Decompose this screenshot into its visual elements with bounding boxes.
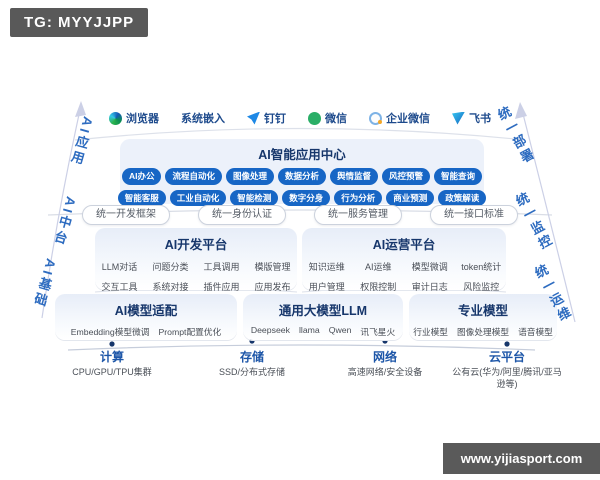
- edge-browser-icon: [109, 111, 122, 125]
- unified-capability-pill: 统一接口标准: [430, 205, 518, 225]
- platform-item: 交互工具: [101, 282, 138, 292]
- channel-item: 微信: [308, 110, 347, 126]
- channel-label: 系统嵌入: [181, 113, 225, 125]
- platform-item: 审计日志: [411, 282, 448, 292]
- infra-compute-desc: CPU/GPU/TPU集群: [72, 367, 152, 377]
- channel-label: 企业微信: [386, 113, 430, 125]
- platform-item: 应用发布: [254, 282, 291, 292]
- platform-item: LLM对话: [101, 262, 138, 272]
- channel-item: 浏览器: [109, 110, 159, 126]
- channel-label: 微信: [325, 113, 347, 125]
- general-llm-items: Deepseek llama Qwen 讯飞星火: [243, 325, 403, 338]
- channel-item: 系统嵌入: [181, 110, 225, 126]
- infra-cloud-title: 云平台: [488, 350, 525, 364]
- app-capability-pill: 智能检测: [230, 189, 279, 206]
- model-item: 行业模型: [413, 327, 448, 337]
- wechat-icon: [308, 111, 321, 125]
- platform-item: 权限控制: [360, 282, 397, 292]
- app-capability-pill: 智能客服: [117, 189, 166, 206]
- model-item: Embedding模型微调: [70, 327, 150, 337]
- infra-network-desc: 高速网络/安全设备: [347, 367, 423, 377]
- model-item: Deepseek: [250, 325, 290, 335]
- channel-item: 企业微信: [369, 110, 430, 126]
- ops-platform-panel: AI运营平台 知识运维 AI运维 模型微调 token统计用户管理 权限控制 审计日志 风险…: [302, 228, 506, 293]
- infra-cloud-desc: 公有云(华为/阿里/腾讯/亚马逊等): [452, 367, 562, 389]
- app-capability-pill: 图像处理: [225, 168, 274, 185]
- wecom-icon: [369, 111, 382, 125]
- dev-platform-panel: AI开发平台 LLM对话 问题分类 工具调用 模版管理交互工具 系统对接 插件应用 应用发布: [95, 228, 297, 293]
- infra-compute: 计算 CPU/GPU/TPU集群: [62, 348, 162, 379]
- platform-item: 插件应用: [203, 282, 240, 292]
- channel-label: 钉钉: [264, 113, 286, 125]
- dingtalk-icon: [247, 111, 260, 125]
- model-item: 讯飞星火: [360, 327, 396, 337]
- app-capability-pill: 风控预警: [382, 168, 431, 185]
- app-capability-pill: 数字分身: [282, 189, 331, 206]
- app-capability-pill: AI办公: [121, 168, 162, 185]
- platform-item: 用户管理: [308, 282, 345, 292]
- model-item: Qwen: [328, 325, 352, 335]
- ops-platform-items: 知识运维 AI运维 模型微调 token统计用户管理 权限控制 审计日志 风险监控: [302, 260, 506, 293]
- app-center-title: AI智能应用中心: [258, 148, 346, 162]
- site-watermark-badge: www.yijiasport.com: [443, 443, 600, 474]
- general-llm-title: 通用大模型LLM: [278, 304, 368, 318]
- unified-capability-pill: 统一身份认证: [198, 205, 286, 225]
- platform-item: 工具调用: [203, 262, 240, 272]
- ops-platform-title: AI运营平台: [372, 238, 436, 252]
- tg-watermark-badge: TG: MYYJJPP: [10, 8, 149, 37]
- model-adapt-panel: AI模型适配 Embedding模型微调 Prompt配置优化: [55, 294, 237, 340]
- model-adapt-title: AI模型适配: [114, 304, 178, 318]
- app-capability-pill: 政策解读: [438, 189, 487, 206]
- model-item: llama: [298, 325, 320, 335]
- app-capability-pill: 工业自动化: [169, 189, 227, 206]
- dev-platform-items: LLM对话 问题分类 工具调用 模版管理交互工具 系统对接 插件应用 应用发布: [95, 260, 297, 293]
- infra-cloud: 云平台 公有云(华为/阿里/腾讯/亚马逊等): [448, 348, 566, 390]
- infra-storage-title: 存储: [239, 350, 264, 364]
- model-item: 语音模型: [518, 327, 553, 337]
- feishu-icon: [452, 111, 465, 125]
- special-model-title: 专业模型: [457, 304, 508, 318]
- channel-label: 浏览器: [126, 113, 159, 125]
- app-capability-pill: 舆情监督: [330, 168, 379, 185]
- channel-label: 飞书: [469, 113, 491, 125]
- channel-item: 钉钉: [247, 110, 286, 126]
- infra-storage: 存储 SSD/分布式存储: [202, 348, 302, 379]
- app-center-panel: AI智能应用中心 AI办公流程自动化图像处理数据分析舆情监督风控预警智能查询 智…: [117, 139, 487, 206]
- channel-item: 飞书: [452, 110, 491, 126]
- platform-item: 知识运维: [308, 262, 345, 272]
- platform-item: 模版管理: [254, 262, 291, 272]
- model-adapt-items: Embedding模型微调 Prompt配置优化: [55, 325, 237, 338]
- infra-compute-title: 计算: [99, 350, 124, 364]
- app-pill-row-2: 智能客服工业自动化智能检测数字分身行为分析商业预测政策解读: [117, 189, 487, 206]
- app-capability-pill: 行为分析: [334, 189, 383, 206]
- unified-capability-pill: 统一服务管理: [314, 205, 402, 225]
- general-llm-panel: 通用大模型LLM Deepseek llama Qwen 讯飞星火: [243, 294, 403, 340]
- unified-capability-pill: 统一开发框架: [82, 205, 170, 225]
- app-capability-pill: 商业预测: [386, 189, 435, 206]
- infra-network-title: 网络: [372, 350, 397, 364]
- infra-network: 网络 高速网络/安全设备: [335, 348, 435, 379]
- platform-item: 系统对接: [152, 282, 189, 292]
- platform-item: 问题分类: [152, 262, 189, 272]
- platform-item: token统计: [461, 262, 502, 272]
- app-capability-pill: 数据分析: [277, 168, 326, 185]
- special-model-panel: 专业模型 行业模型图像处理模型语音模型: [409, 294, 557, 340]
- channel-row: 浏览器 系统嵌入 钉钉 微信 企业微信 飞书: [0, 110, 600, 126]
- app-capability-pill: 流程自动化: [165, 168, 222, 185]
- app-pill-row-1: AI办公流程自动化图像处理数据分析舆情监督风控预警智能查询: [120, 168, 484, 185]
- dev-platform-title: AI开发平台: [164, 238, 228, 252]
- platform-item: 风险监控: [463, 282, 500, 292]
- special-model-items: 行业模型图像处理模型语音模型: [409, 325, 557, 338]
- model-item: Prompt配置优化: [158, 327, 222, 337]
- model-item: 图像处理模型: [456, 327, 510, 337]
- infra-storage-desc: SSD/分布式存储: [218, 367, 285, 377]
- platform-item: AI运维: [364, 262, 392, 272]
- unified-band: 统一开发框架 统一身份认证 统一服务管理 统一接口标准: [0, 205, 600, 225]
- platform-item: 模型微调: [411, 262, 448, 272]
- app-capability-pill: 智能查询: [434, 168, 483, 185]
